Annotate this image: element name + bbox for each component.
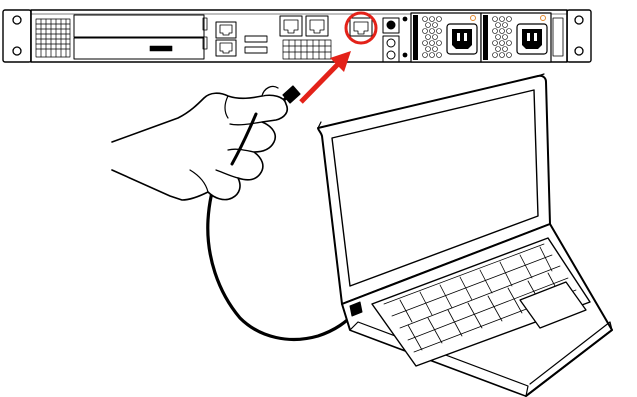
server-rear-panel bbox=[3, 10, 591, 62]
power-supply-2 bbox=[481, 13, 551, 62]
left-rack-ear bbox=[3, 10, 31, 62]
right-rack-ear bbox=[567, 10, 591, 62]
power-supply-1 bbox=[411, 13, 481, 62]
hand-holding-cable bbox=[112, 86, 287, 200]
laptop bbox=[318, 74, 612, 396]
